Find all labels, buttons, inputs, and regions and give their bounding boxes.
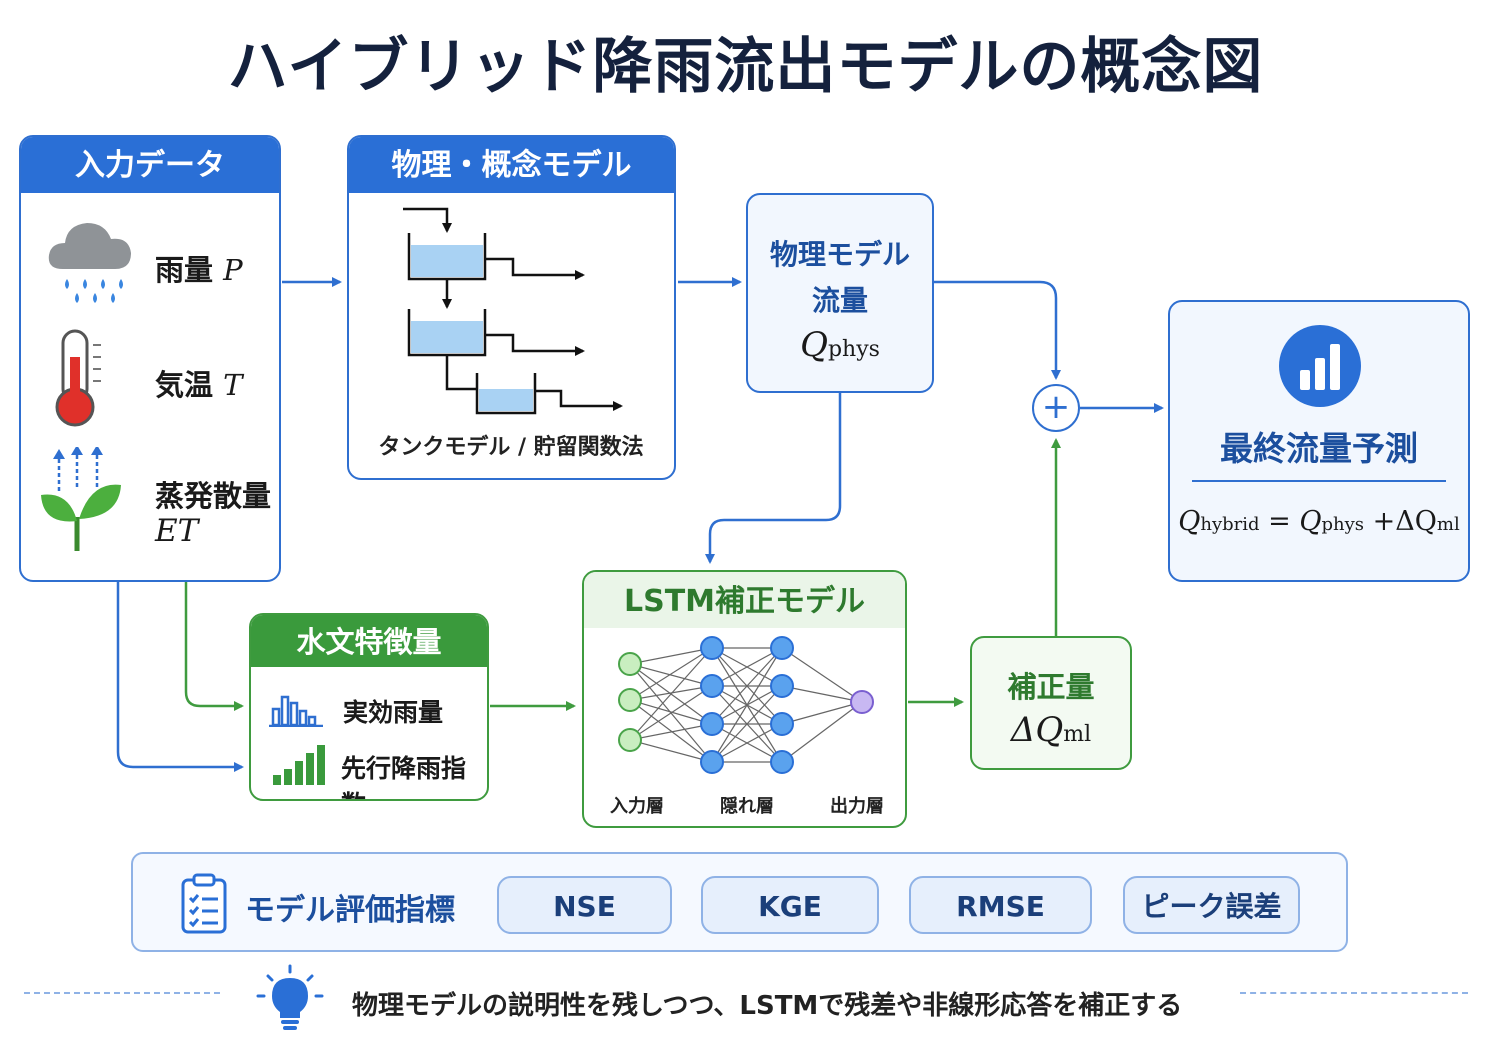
final-title: 最終流量予測 [1220,429,1418,468]
hidden-node [770,636,794,660]
eq-sub-ml: ml [1436,514,1460,535]
nn-edge [711,647,783,725]
final-divider [1192,480,1446,482]
metric-peak-error: ピーク誤差 [1123,876,1300,934]
nn-edge [711,647,783,687]
output-node [850,690,874,714]
rain-label: 雨量 P [155,247,243,289]
nn-edge [629,685,713,701]
nn-edge [781,701,863,725]
metric-nse: NSE [497,876,672,934]
correction-symbol: ΔQml [972,710,1130,750]
features-panel: 水文特徴量 実効雨量 先行降雨指数 [249,613,489,801]
nn-edge [629,647,713,665]
metric-kge: KGE [701,876,879,934]
eq-q2: Q [1299,506,1322,537]
input-node [618,728,642,752]
rain-symbol: P [223,253,243,287]
footer-note: 物理モデルの説明性を残しつつ、LSTMで残差や非線形応答を補正する [352,991,1183,1021]
input-node [618,688,642,712]
hidden-layer-label: 隠れ層 [720,796,774,817]
footer-dash-left [24,992,220,994]
nn-edge [781,647,863,703]
correction-sub: ml [1063,722,1092,747]
et-symbol-text: ET [155,513,199,549]
page-title: ハイブリッド降雨流出モデルの概念図 [227,32,1264,102]
physical-model-panel: 物理・概念モデル タンクモデル / 貯留関数法 [347,135,676,480]
nn-edge [711,723,783,763]
neural-network-diagram [618,636,874,774]
eq-dq: ΔQ [1395,506,1437,537]
nn-edge [629,663,713,687]
plus-symbol: + [1041,387,1071,427]
clipboard-icon [181,873,227,934]
tank-model-icon [403,207,623,415]
nn-edge [629,739,713,763]
hidden-node [770,712,794,736]
temp-label: 気温 T [155,362,242,404]
nn-edge [629,685,713,741]
nn-edge [781,701,863,763]
thermometer-icon [55,329,101,427]
final-equation: Qhybrid = Qphys +ΔQml [1170,506,1468,537]
hidden-node [700,712,724,736]
plant-icon [41,447,121,551]
nn-edge [629,647,713,741]
rain-text: 雨量 [155,253,214,287]
nn-edge [629,699,713,763]
temp-text: 気温 [155,368,214,402]
hidden-node [700,636,724,660]
input-node [618,652,642,676]
nn-edge [629,723,713,741]
phys-flow-symbol: Qphys [748,325,932,365]
et-label: 蒸発散量 [155,479,272,513]
lightbulb-icon [256,964,324,1030]
nn-edge [629,699,713,725]
nn-edge [781,685,863,703]
phys-sub: phys [827,337,880,362]
input-data-panel: 入力データ 雨量 P 気温 T 蒸発散量 ET [19,135,281,582]
lstm-panel: LSTM補正モデル 入力層 隠れ層 出力層 [582,570,907,828]
physical-model-header: 物理・概念モデル [349,137,674,193]
eq-q: Q [1178,506,1201,537]
correction-label: 補正量 [1007,670,1095,704]
hidden-node [770,750,794,774]
nn-edge [711,647,783,763]
correction-delta: ΔQ [1010,710,1064,750]
nn-edge [629,647,713,701]
metric-rmse: RMSE [909,876,1092,934]
features-header: 水文特徴量 [251,615,487,667]
eq-plus: + [1372,506,1396,537]
et-symbol: ET [155,513,198,549]
metrics-label: モデル評価指標 [245,893,455,928]
input-layer-label: 入力層 [610,796,664,817]
eq-sub-hybrid: hybrid [1200,514,1260,535]
tank-model-caption: タンクモデル / 貯留関数法 [378,435,644,460]
lstm-header: LSTM補正モデル [584,572,905,628]
input-data-header: 入力データ [21,137,279,193]
phys-flow-line2: 流量 [811,284,868,317]
footer-dash-right [1240,992,1468,994]
feature-item-2: 先行降雨指数 [341,754,467,799]
bar-chart-icon [1279,325,1361,407]
phys-q: Q [800,325,828,365]
nn-edge [711,685,783,763]
histogram-icon [269,695,323,727]
phys-flow-line1: 物理モデル [769,238,910,271]
eq-equals: = [1268,506,1291,537]
physical-flow-panel: 物理モデル 流量 Qphys [746,193,934,393]
correction-panel: 補正量 ΔQml [970,636,1132,770]
output-layer-label: 出力層 [830,796,884,817]
final-prediction-panel: 最終流量予測 Qhybrid = Qphys +ΔQml [1168,300,1470,582]
signal-bars-icon [273,745,325,785]
hidden-node [770,674,794,698]
eq-sub-phys: phys [1321,514,1365,535]
hidden-node [700,674,724,698]
feature-item-1: 実効雨量 [343,698,444,727]
temp-symbol: T [223,368,243,402]
sum-node: + [1032,384,1080,432]
hidden-node [700,750,724,774]
cloud-rain-icon [48,223,131,303]
